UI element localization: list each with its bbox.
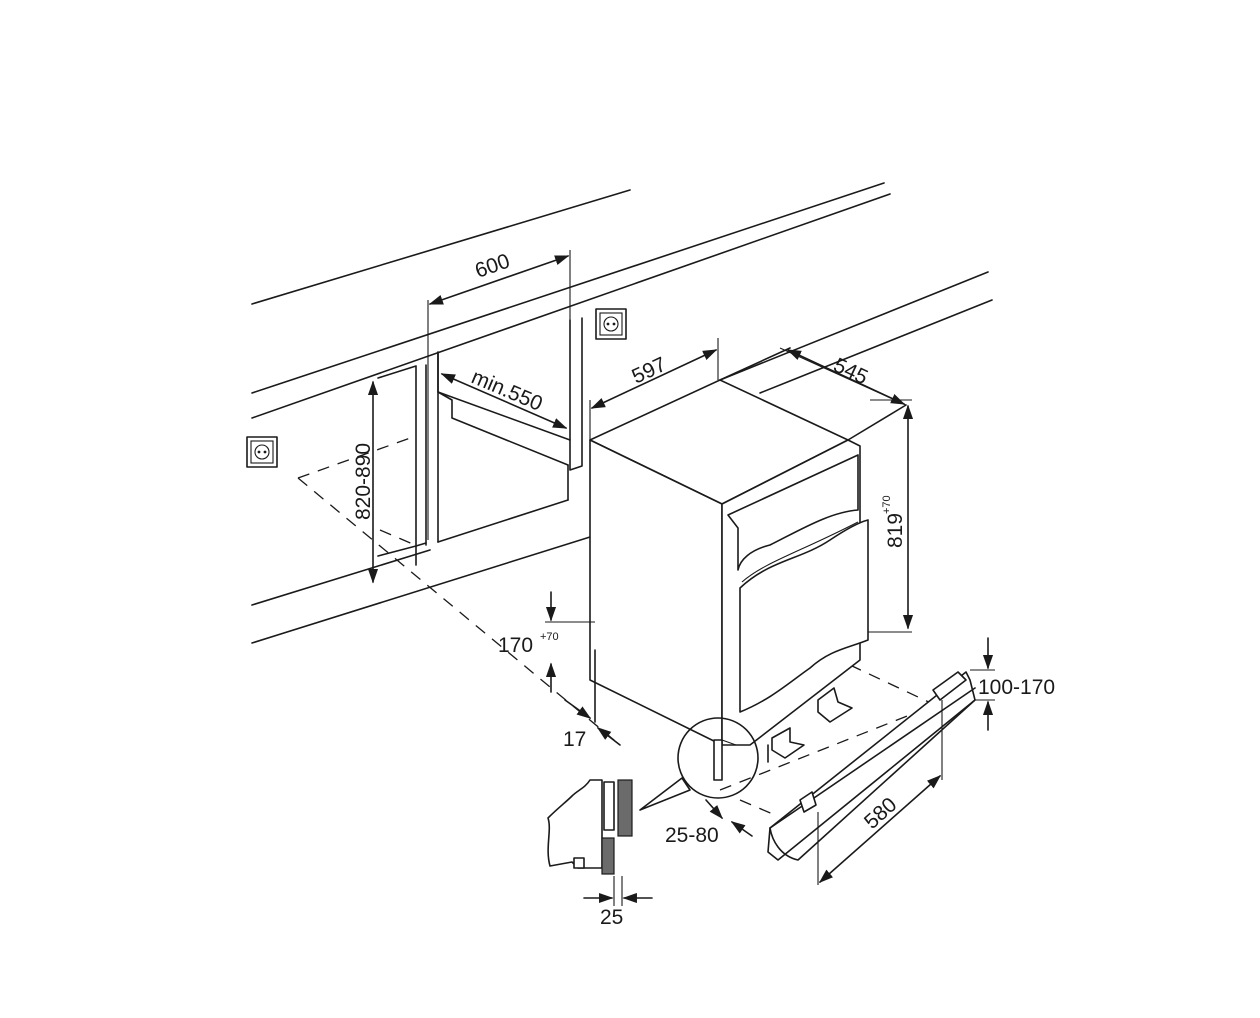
left-cabinet-side [377,364,427,566]
dim-170-label: 170 [498,634,533,657]
dim-820-890-label: 820-890 [352,443,375,520]
dim-545-label: 545 [830,354,871,390]
socket-left-icon [246,436,278,468]
socket-right-icon [595,308,627,340]
fridge-body [589,379,869,763]
dim-25-80-label: 25-80 [665,824,719,847]
recess-back [437,317,583,543]
dim-597-label: 597 [628,353,669,389]
dim-25-label: 25 [600,906,623,929]
dim-17-label: 17 [563,728,586,751]
dim-819-label: 819 [884,513,907,548]
floor-outline [297,435,936,816]
dim-100-170-label: 100-170 [978,676,1055,699]
dim-819-superscript: +70 [881,495,893,514]
dimension-lines [367,250,995,904]
dim-min550-label: min.550 [468,365,546,415]
dim-170-superscript: +70 [540,631,559,643]
detail-callout [639,717,759,811]
door-panel-inset [547,779,633,906]
